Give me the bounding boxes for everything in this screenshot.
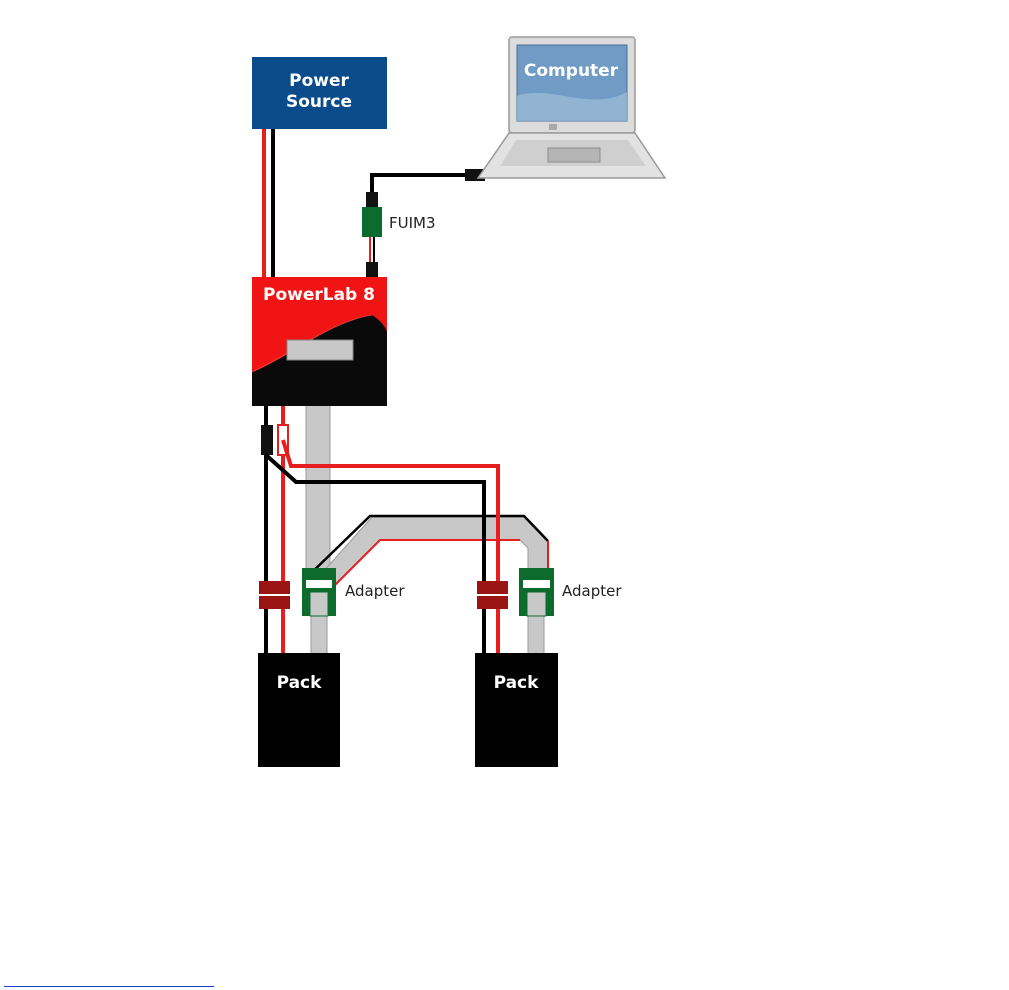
adapter-left bbox=[302, 568, 336, 617]
powerlab-label: PowerLab 8 bbox=[263, 285, 375, 305]
fuim3-module: FUIM3 bbox=[362, 207, 436, 237]
computer-label: Computer bbox=[524, 61, 619, 81]
pack-left: Pack bbox=[258, 653, 340, 767]
adapter-left-label: Adapter bbox=[345, 582, 405, 600]
adapter-right-label: Adapter bbox=[562, 582, 622, 600]
pack-right: Pack bbox=[475, 653, 558, 767]
power-source-label-1: Power bbox=[289, 71, 349, 91]
pack-left-label: Pack bbox=[277, 673, 323, 693]
inline-connectors bbox=[259, 581, 508, 609]
power-source: Power Source bbox=[252, 57, 387, 129]
ribbon-cables bbox=[303, 404, 549, 659]
pack-wires bbox=[261, 405, 500, 658]
pack-right-label: Pack bbox=[494, 673, 540, 693]
powerlab-8: PowerLab 8 bbox=[251, 277, 387, 406]
adapter-right bbox=[519, 568, 554, 617]
computer-laptop: Computer bbox=[476, 36, 667, 179]
power-wires bbox=[262, 128, 275, 278]
power-source-label-2: Source bbox=[286, 92, 352, 112]
fuim3-label: FUIM3 bbox=[389, 214, 436, 232]
footer-divider bbox=[4, 986, 214, 987]
